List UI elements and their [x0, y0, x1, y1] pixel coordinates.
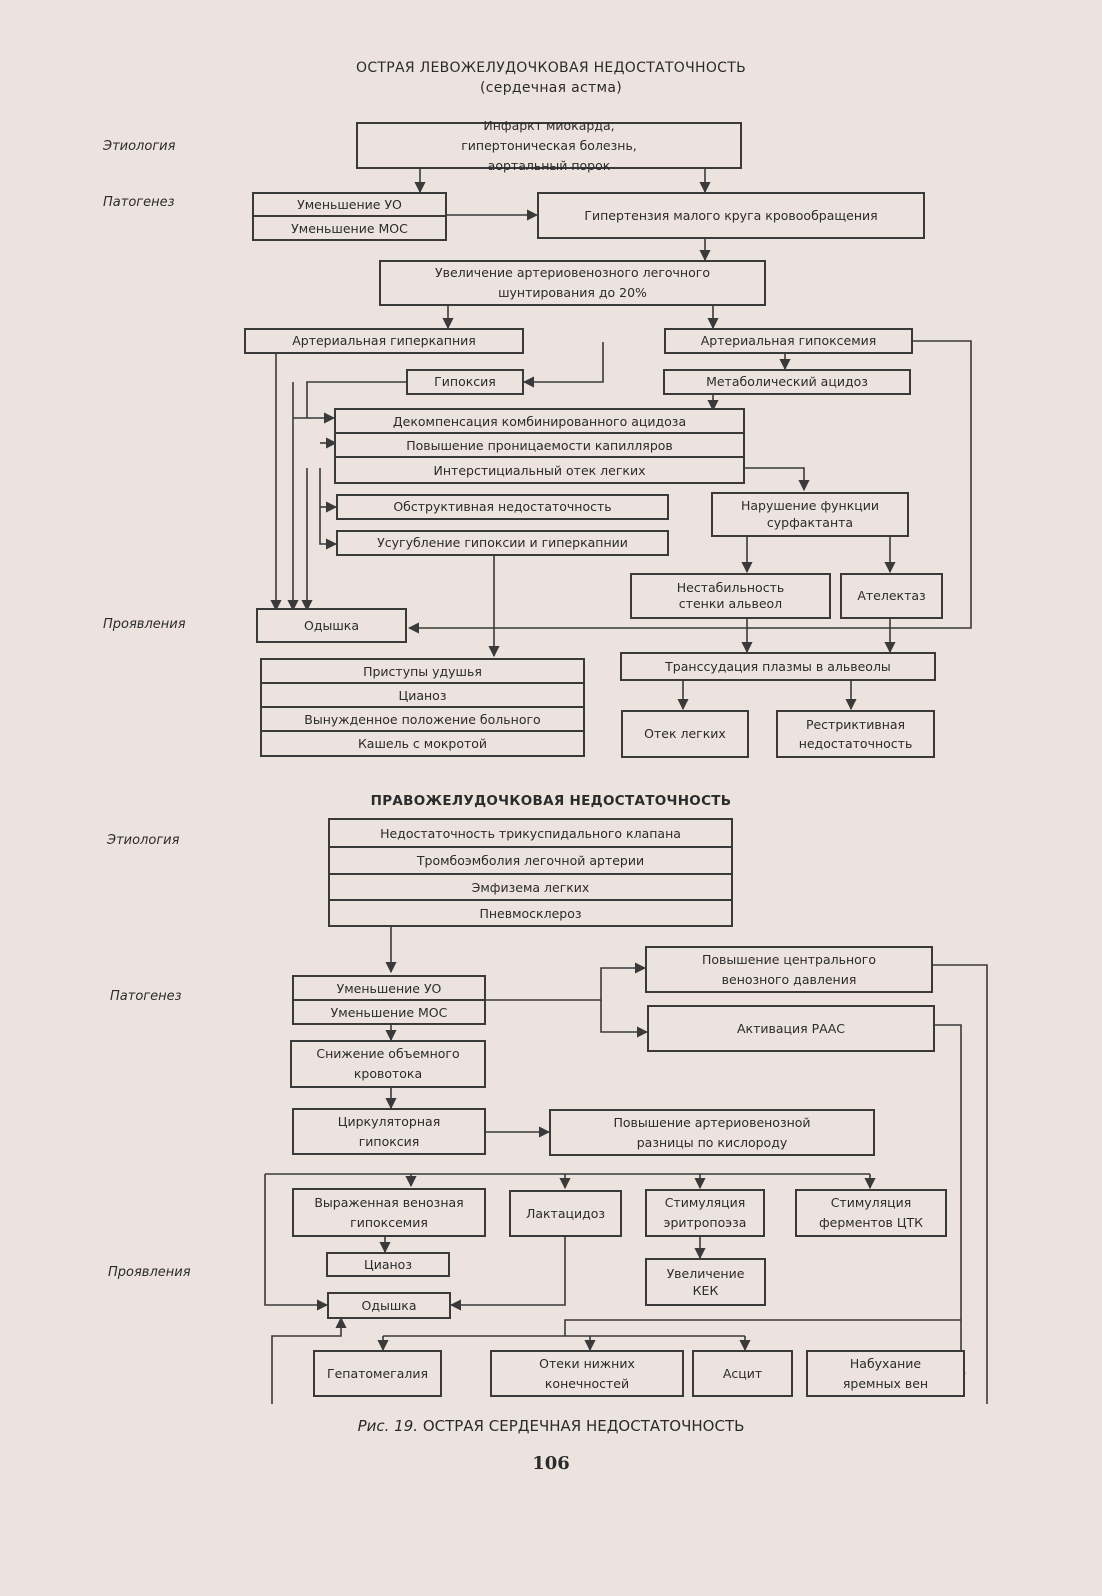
rv-jugular-box: Набухание яремных вен: [806, 1350, 965, 1397]
rv-cvp-box: Повышение центрального венозного давлени…: [645, 946, 933, 993]
etiology-label-rv: Этиология: [107, 833, 180, 848]
rv-hepatomegaly-box: Гепатомегалия: [313, 1350, 442, 1397]
lv-etiology-box: Инфаркт миокарда, гипертоническая болезн…: [356, 118, 742, 173]
lv-hypoxia-box: Гипоксия: [406, 369, 524, 395]
rv-kek-box: Увеличение КЕК: [645, 1258, 766, 1306]
rv-circ-hypoxia-box: Циркуляторная гипоксия: [292, 1108, 486, 1155]
pathogenesis-label-rv: Патогенез: [110, 989, 182, 1004]
rv-pneumosclerosis-row: Пневмосклероз: [479, 905, 582, 921]
lv-shunting-box: Увеличение артериовенозного легочного шу…: [379, 260, 766, 306]
lv-hypercapnia-box: Артериальная гиперкапния: [244, 328, 524, 354]
rv-volume-flow-box: Снижение объемного кровотока: [290, 1040, 486, 1088]
lv-forced-position-row: Вынужденное положение больного: [262, 708, 583, 732]
rv-lactacidosis-box: Лактацидоз: [509, 1190, 622, 1237]
lv-transudation-box: Транссудация плазмы в альвеолы: [620, 652, 936, 681]
rv-uo-row: Уменьшение УО: [294, 977, 484, 1001]
rv-ascites-box: Асцит: [692, 1350, 793, 1397]
caption-prefix: Рис. 19.: [357, 1417, 419, 1435]
lv-cyanosis-row: Цианоз: [262, 684, 583, 708]
lv-acidosis-stack: Декомпенсация комбинированного ацидоза П…: [334, 408, 745, 484]
lv-atelectasis-box: Ателектаз: [840, 573, 943, 619]
rv-tca-box: Стимуляция ферментов ЦТК: [795, 1189, 947, 1237]
lv-lung-edema-box: Отек легких: [621, 710, 749, 758]
lv-hypertension-box: Гипертензия малого круга кровообращения: [537, 192, 925, 239]
left-ventricular-subtitle: (сердечная астма): [480, 80, 622, 96]
lv-surfactant-box: Нарушение функции сурфактанта: [711, 492, 909, 537]
rv-etiology-stack: Недостаточность трикуспидального клапана…: [328, 818, 733, 927]
lv-dyspnea-box: Одышка: [256, 608, 407, 643]
figure-caption: Рис. 19. ОСТРАЯ СЕРДЕЧНАЯ НЕДОСТАТОЧНОСТ…: [0, 1417, 1102, 1435]
rv-emphysema-row: Эмфизема легких: [330, 875, 731, 901]
manifestations-label-rv: Проявления: [108, 1265, 191, 1280]
lv-aggravation-box: Усугубление гипоксии и гиперкапнии: [336, 530, 669, 556]
lv-interstitial-edema-row: Интерстициальный отек легких: [433, 462, 646, 478]
manifestations-label: Проявления: [103, 617, 186, 632]
lv-suffocation-row: Приступы удушья: [262, 660, 583, 684]
right-ventricular-title: ПРАВОЖЕЛУДОЧКОВАЯ НЕДОСТАТОЧНОСТЬ: [370, 793, 732, 809]
rv-embolism-row: Тромбоэмболия легочной артерии: [330, 848, 731, 875]
rv-leg-edema-box: Отеки нижних конечностей: [490, 1350, 684, 1397]
caption-text: ОСТРАЯ СЕРДЕЧНАЯ НЕДОСТАТОЧНОСТЬ: [422, 1417, 745, 1435]
rv-mos-row: Уменьшение МОС: [330, 1004, 448, 1020]
lv-uo-mos-box: Уменьшение УО Уменьшение МОС: [252, 192, 447, 241]
rv-venous-hypoxemia-box: Выраженная венозная гипоксемия: [292, 1188, 486, 1237]
rv-erythropoiesis-box: Стимуляция эритропоэза: [645, 1189, 765, 1237]
lv-instability-box: Нестабильность стенки альвеол: [630, 573, 831, 619]
rv-dyspnea-box: Одышка: [327, 1292, 451, 1319]
lv-decompensation-row: Декомпенсация комбинированного ацидоза: [336, 410, 743, 434]
lv-mos-row: Уменьшение МОС: [291, 220, 408, 236]
etiology-label: Этиология: [103, 139, 176, 154]
left-ventricular-title: ОСТРАЯ ЛЕВОЖЕЛУДОЧКОВАЯ НЕДОСТАТОЧНОСТЬ: [356, 60, 746, 76]
lv-uo-row: Уменьшение УО: [254, 194, 445, 217]
lv-manifestations-stack: Приступы удушья Цианоз Вынужденное полож…: [260, 658, 585, 757]
page-number: 106: [532, 1453, 570, 1474]
lv-obstructive-box: Обструктивная недостаточность: [336, 494, 669, 520]
rv-uo-mos-box: Уменьшение УО Уменьшение МОС: [292, 975, 486, 1025]
lv-cough-row: Кашель с мокротой: [357, 736, 488, 751]
lv-metabolic-acidosis-box: Метаболический ацидоз: [663, 369, 911, 395]
lv-hypoxemia-box: Артериальная гипоксемия: [664, 328, 913, 354]
rv-tricuspid-row: Недостаточность трикуспидального клапана: [330, 820, 731, 848]
rv-cyanosis-box: Цианоз: [326, 1252, 450, 1277]
rv-raas-box: Активация РААС: [647, 1005, 935, 1052]
pathogenesis-label: Патогенез: [103, 195, 175, 210]
rv-av-difference-box: Повышение артериовенозной разницы по кис…: [549, 1109, 875, 1156]
lv-restrictive-box: Рестриктивная недостаточность: [776, 710, 935, 758]
lv-permeability-row: Повышение проницаемости капилляров: [336, 434, 743, 458]
